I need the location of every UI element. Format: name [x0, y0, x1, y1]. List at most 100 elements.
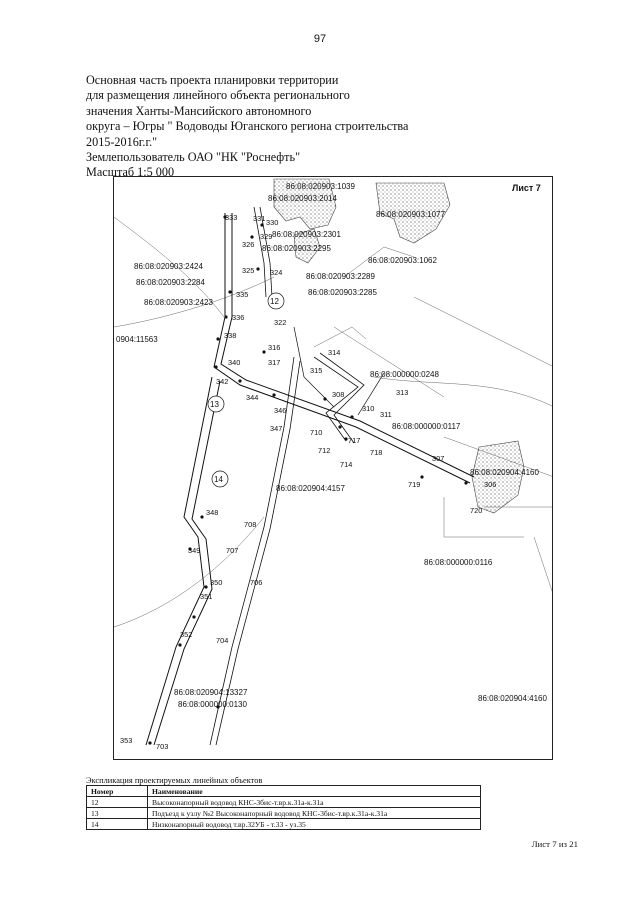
cadastral-number: 86:08:000000:0117	[392, 422, 461, 431]
point-label: 706	[250, 578, 262, 587]
cadastral-number: 86:08:020904:4160	[478, 694, 548, 703]
point-label: 349	[188, 546, 200, 555]
point-label: 353	[120, 736, 132, 745]
point-label: 315	[310, 366, 322, 375]
point-label: 352	[180, 630, 192, 639]
document-header: Основная часть проекта планировки террит…	[86, 73, 546, 181]
point-label: 704	[216, 636, 228, 645]
table-row: 13 Подъезд к узлу №2 Высоконапорный водо…	[86, 807, 481, 819]
cadastral-number: 86:08:000000:0130	[178, 700, 248, 709]
point-label: 325	[242, 266, 254, 275]
cadastral-number: 86:08:020904:13327	[174, 688, 248, 697]
sheet-footer: Лист 7 из 21	[531, 839, 578, 849]
parcel-boundaries	[114, 216, 552, 628]
header-line: Масштаб 1:5 000	[86, 165, 175, 180]
point-label: 314	[328, 348, 340, 357]
header-line: 2015-2016г.г."	[86, 134, 158, 149]
page-number: 97	[313, 33, 327, 45]
table-row: 12 Высоконапорный водовод КНС-3бис-т.вр.…	[86, 796, 481, 808]
cadastral-number: 86:08:000000:0116	[424, 558, 493, 567]
legend-cell-name: Низконапорный водовод т.вр.32УБ - т.33 -…	[147, 818, 481, 830]
object-number: 13	[210, 400, 219, 409]
point-label: 324	[270, 268, 282, 277]
cadastral-number: 86:08:020903:2301	[272, 230, 342, 239]
point-label: 346	[274, 406, 286, 415]
point-label: 342	[216, 377, 228, 386]
cadastral-number: 86:08:020903:2284	[136, 278, 206, 287]
header-line: Основная часть проекта планировки террит…	[86, 73, 339, 87]
point-label: 306	[484, 480, 496, 489]
object-callout-12: 12	[267, 292, 285, 310]
point-label: 335	[236, 290, 248, 299]
point-label: 333	[225, 213, 237, 222]
point-label: 717	[348, 436, 360, 445]
point-label: 707	[226, 546, 238, 555]
point-label: 313	[396, 388, 408, 397]
header-line: Землепользователь ОАО "НК "Роснефть"	[86, 150, 301, 165]
point-label: 719	[408, 480, 420, 489]
point-label: 350	[210, 578, 222, 587]
point-label: 329	[260, 232, 272, 241]
point-label: 310	[362, 404, 374, 413]
point-label: 308	[332, 390, 344, 399]
point-label: 330	[266, 218, 278, 227]
legend-cell-number: 13	[86, 807, 148, 819]
point-label: 322	[274, 318, 286, 327]
legend-header-name: Наименование	[147, 785, 481, 797]
forest-area	[293, 228, 321, 264]
cadastral-number: 86:08:020903:2295	[262, 244, 332, 253]
forest-area	[273, 178, 337, 230]
forest-area	[375, 182, 451, 244]
point-label: 703	[156, 742, 168, 751]
header-line: для размещения линейного объекта региона…	[86, 88, 350, 103]
point-label: 307	[432, 454, 444, 463]
point-label: 311	[380, 410, 392, 419]
point-label: 317	[268, 358, 280, 367]
cadastral-number: 86:08:020903:2289	[306, 272, 376, 281]
point-label: 348	[206, 508, 218, 517]
planning-map: Лист 7 86:08:020903:1039 86:08:020903:20…	[113, 176, 553, 760]
legend-cell-name: Подъезд к узлу №2 Высоконапорный водовод…	[147, 807, 481, 819]
legend-cell-number: 12	[86, 796, 148, 808]
point-label: 351	[200, 592, 212, 601]
cadastral-number: 86:08:020904:4157	[276, 484, 346, 493]
object-number: 14	[214, 475, 223, 484]
point-label: 331	[253, 214, 265, 223]
point-label: 347	[270, 424, 282, 433]
header-line: значения Ханты-Мансийского автономного	[86, 103, 312, 118]
point-label: 712	[318, 446, 330, 455]
cadastral-number: 86:08:020904:4160	[470, 468, 540, 477]
cadastral-number: 86:08:020903:1062	[368, 256, 438, 265]
legend-cell-number: 14	[86, 818, 148, 830]
pipeline-corridor	[145, 206, 475, 746]
cadastral-number: 86:08:020903:2424	[134, 262, 204, 271]
point-label: 720	[470, 506, 482, 515]
legend-title: Экспликация проектируемых линейных объек…	[86, 776, 263, 785]
forest-area	[471, 440, 525, 514]
cadastral-number: 0904:11563	[116, 335, 158, 344]
point-label: 714	[340, 460, 352, 469]
point-label: 710	[310, 428, 322, 437]
header-line: округа – Югры " Водоводы Юганского регио…	[86, 119, 409, 134]
point-label: 338	[224, 331, 236, 340]
object-callout-14: 14	[211, 470, 229, 488]
point-label: 344	[246, 393, 258, 402]
object-number: 12	[270, 297, 279, 306]
cadastral-number: 86:08:000000:0248	[370, 370, 440, 379]
point-label: 340	[228, 358, 240, 367]
point-label: 718	[370, 448, 382, 457]
cadastral-number: 86:08:020903:2423	[144, 298, 214, 307]
cadastral-number: 86:08:020903:2014	[268, 194, 338, 203]
legend-table: Номер Наименование 12 Высоконапорный вод…	[86, 785, 481, 830]
sheet-label: Лист 7	[512, 183, 541, 193]
cadastral-number: 86:08:020903:1039	[286, 182, 356, 191]
legend-header-number: Номер	[86, 785, 148, 797]
legend-cell-name: Высоконапорный водовод КНС-3бис-т.вр.к.3…	[147, 796, 481, 808]
point-label: 326	[242, 240, 254, 249]
point-label: 316	[268, 343, 280, 352]
point-label: 336	[232, 313, 244, 322]
legend-header-row: Номер Наименование	[86, 785, 481, 797]
cadastral-number: 86:08:020903:1077	[376, 210, 446, 219]
table-row: 14 Низконапорный водовод т.вр.32УБ - т.3…	[86, 818, 481, 830]
point-label: 708	[244, 520, 256, 529]
